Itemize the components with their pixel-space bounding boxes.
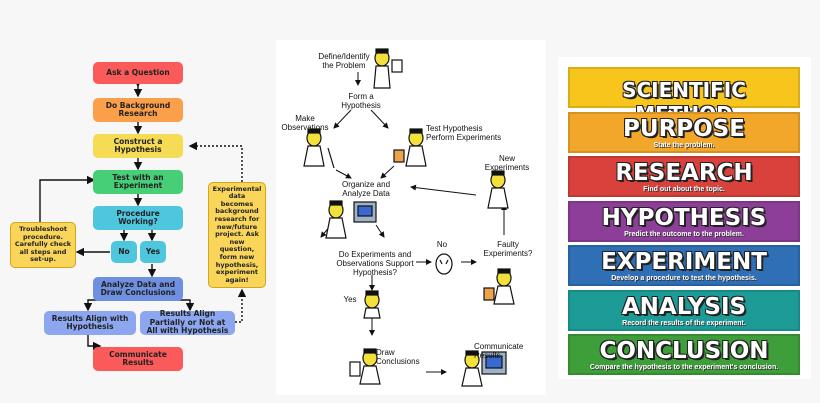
no-label: No xyxy=(436,240,448,249)
communicate-results-label: Communicate Results xyxy=(474,342,524,360)
analyze-data-step: Analyze Data and Draw Conclusions xyxy=(93,277,183,301)
experimental-data-note: Experimental data becomes background res… xyxy=(208,182,266,288)
poster-band-title: PURPOSE xyxy=(623,115,745,142)
communicate-results-step: Communicate Results xyxy=(93,347,183,371)
poster-band-subtitle: State the problem. xyxy=(653,141,715,149)
troubleshoot-note: Troubleshoot procedure. Carefully check … xyxy=(10,222,76,268)
poster-band-title: EXPERIMENT xyxy=(601,249,767,275)
poster-band-subtitle: Develop a procedure to test the hypothes… xyxy=(611,275,757,282)
define-problem-label: Define/Identify the Problem xyxy=(318,52,370,70)
poster-band-title: RESEARCH xyxy=(615,160,753,186)
poster-band-title: CONCLUSION xyxy=(599,338,769,364)
test-experiment-step: Test with an Experiment xyxy=(93,170,183,194)
poster-band-title: ANALYSIS xyxy=(621,293,747,320)
procedure-working-step: Procedure Working? xyxy=(93,206,183,230)
yes-decision: Yes xyxy=(140,241,166,263)
no-decision: No xyxy=(111,241,137,263)
poster-band-subtitle: Record the results of the experiment. xyxy=(622,319,746,327)
draw-conclusions-label: Draw Conclusions xyxy=(376,348,420,366)
background-research-step: Do Background Research xyxy=(93,98,183,122)
results-partial-step: Results Align Partially or Not at All wi… xyxy=(140,310,235,335)
construct-hypothesis-step: Construct a Hypothesis xyxy=(93,134,183,158)
support-hypothesis-label: Do Experiments and Observations Support … xyxy=(336,250,414,277)
ask-question-step: Ask a Question xyxy=(93,62,183,84)
poster-band-scientific-method: SCIENTIFIC METHOD xyxy=(568,67,800,126)
test-hypothesis-label: Test Hypothesis Perform Experiments xyxy=(426,124,502,142)
new-experiments-label: New Experiments xyxy=(484,154,530,172)
poster-band-title: HYPOTHESIS xyxy=(601,204,767,231)
faulty-experiments-label: Faulty Experiments? xyxy=(483,240,533,258)
poster-band-subtitle: Find out about the topic. xyxy=(643,186,725,193)
cycle-diagram-panel: Define/Identify the Problem Form a Hypot… xyxy=(276,40,546,395)
poster-band-subtitle: Predict the outcome to the problem. xyxy=(624,230,744,238)
make-observations-label: Make Observations xyxy=(281,114,329,132)
yes-label: Yes xyxy=(343,295,357,304)
poster-band-subtitle: Compare the hypothesis to the experiment… xyxy=(589,364,779,371)
organize-data-label: Organize and Analyze Data xyxy=(341,180,391,198)
scientific-method-poster: SCIENTIFIC METHODPURPOSEState the proble… xyxy=(558,57,811,379)
flowchart-panel: Ask a Question Do Background Research Co… xyxy=(0,0,275,403)
form-hypothesis-label: Form a Hypothesis xyxy=(341,92,381,110)
results-align-step: Results Align with Hypothesis xyxy=(44,311,136,335)
cycle-diagram-art xyxy=(303,48,515,387)
